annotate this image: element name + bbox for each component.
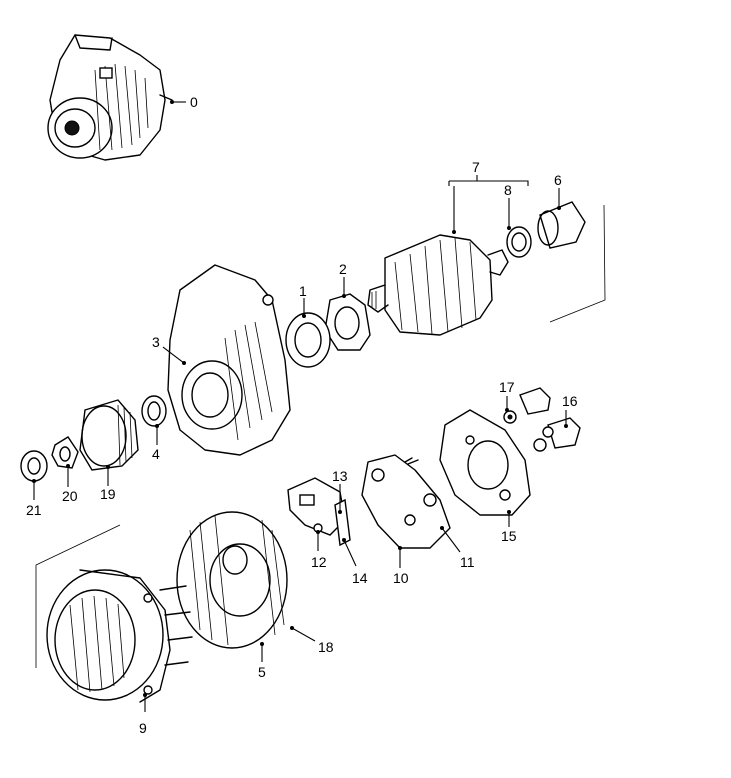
callout-17: 17 (499, 379, 515, 395)
callout-3: 3 (152, 334, 160, 350)
end-cap (537, 201, 606, 323)
callout-8: 8 (504, 182, 512, 198)
brush-screw (503, 410, 517, 424)
rotor (367, 234, 509, 336)
callout-1: 1 (299, 283, 307, 299)
callout-10: 10 (393, 570, 409, 586)
callout-16: 16 (562, 393, 578, 409)
drive-end-housing (167, 264, 291, 456)
callout-0: 0 (190, 94, 198, 110)
callout-11: 11 (460, 554, 475, 570)
pulley (79, 399, 139, 471)
gasket (324, 293, 371, 351)
alternator-assembly (47, 34, 173, 161)
callout-19: 19 (100, 486, 116, 502)
callout-6: 6 (554, 172, 562, 188)
slip-ring-end-housing (439, 409, 531, 516)
callout-21: 21 (26, 502, 42, 518)
callout-13: 13 (332, 468, 348, 484)
callout-14: 14 (352, 570, 368, 586)
callout-7: 7 (472, 159, 480, 175)
callout-4: 4 (152, 446, 160, 462)
pulley-nut (20, 450, 48, 482)
callout-5: 5 (258, 664, 266, 680)
callout-15: 15 (501, 528, 517, 544)
spacer-ring (141, 395, 167, 427)
drive-end-bearing (285, 312, 331, 368)
callout-2: 2 (339, 261, 347, 277)
leader-lines (32, 100, 568, 712)
stator-cover (176, 511, 288, 649)
rectifier (361, 454, 451, 549)
callout-12: 12 (311, 554, 327, 570)
stator-housing (35, 524, 193, 703)
rotor-bearing (506, 226, 532, 258)
washer (51, 436, 79, 469)
callout-20: 20 (62, 488, 78, 504)
callout-9: 9 (139, 720, 147, 736)
brush-holder-parts (519, 387, 581, 452)
callout-labels: 0 1 2 3 4 5 6 7 8 9 10 11 12 13 14 15 16… (26, 94, 578, 736)
callout-18: 18 (318, 639, 334, 655)
